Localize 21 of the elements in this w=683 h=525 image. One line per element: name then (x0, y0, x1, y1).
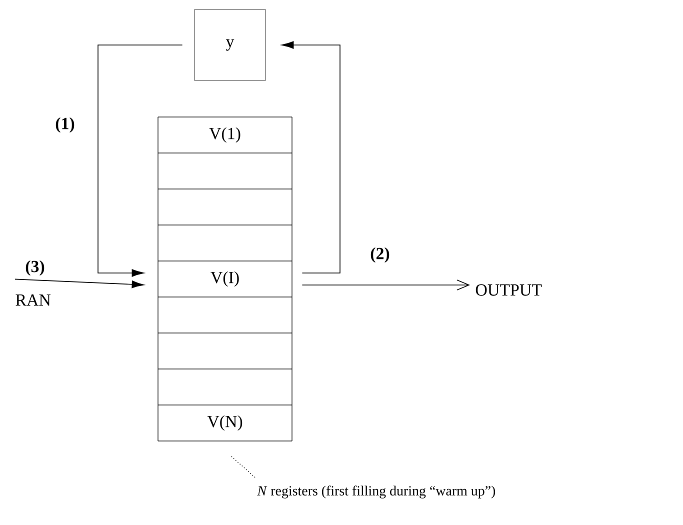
register-cell (158, 368, 292, 406)
register-cell: V(N) (158, 404, 292, 442)
arrow (14, 278, 144, 288)
register-cell (158, 332, 292, 370)
register-cell: V(1) (158, 116, 292, 154)
arrow (302, 280, 470, 290)
register-cell (158, 188, 292, 226)
leader-line (230, 454, 256, 478)
text-label: N registers (first filling during “warm up”) (257, 486, 496, 498)
text-label: RAN (16, 294, 51, 306)
register-cell (158, 152, 292, 190)
arrow (281, 41, 340, 274)
edge-label: (1) (56, 117, 74, 133)
arrow (98, 44, 183, 277)
edge-label: (3) (26, 260, 44, 276)
register-cell (158, 296, 292, 334)
text-label: OUTPUT (476, 284, 542, 296)
register-cell: V(I) (158, 260, 292, 298)
y-box: y (194, 9, 266, 81)
register-cell (158, 224, 292, 262)
edge-label: (2) (370, 247, 390, 263)
